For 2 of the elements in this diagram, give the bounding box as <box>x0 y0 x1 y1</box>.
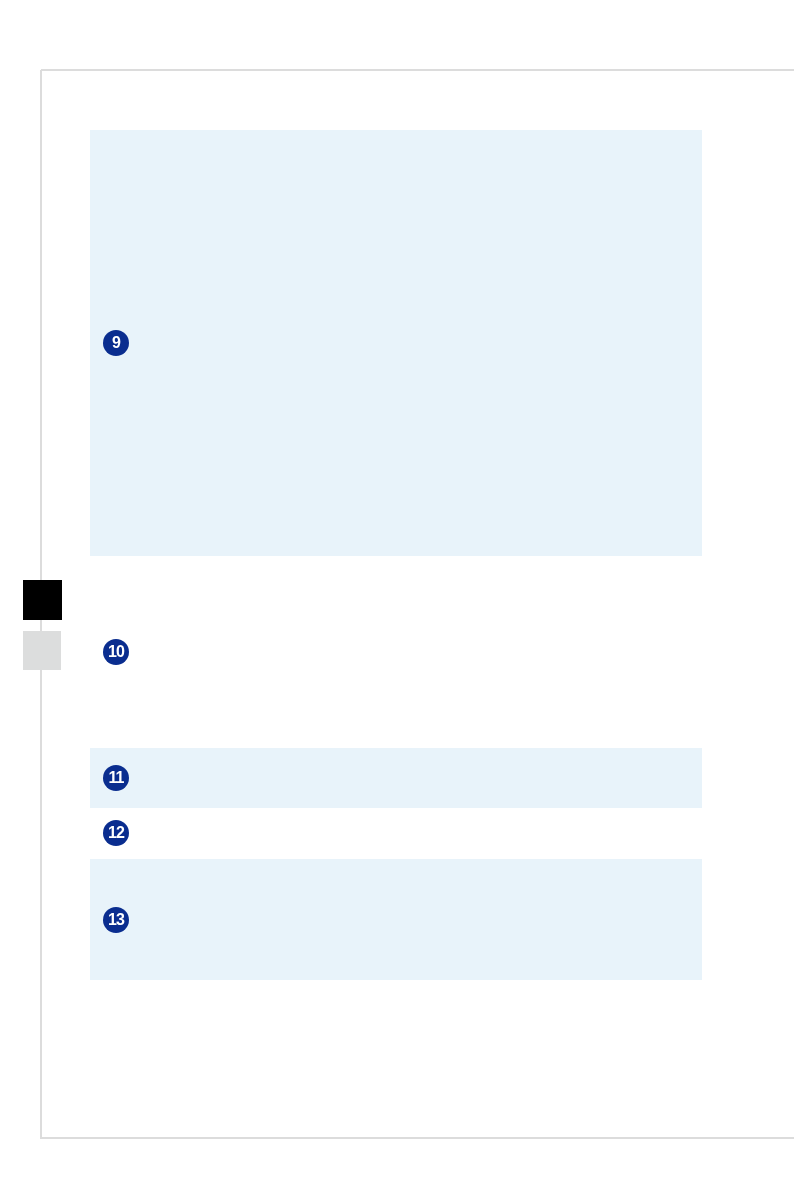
callout-number: 12 <box>103 820 129 846</box>
callout-number: 10 <box>103 639 129 665</box>
